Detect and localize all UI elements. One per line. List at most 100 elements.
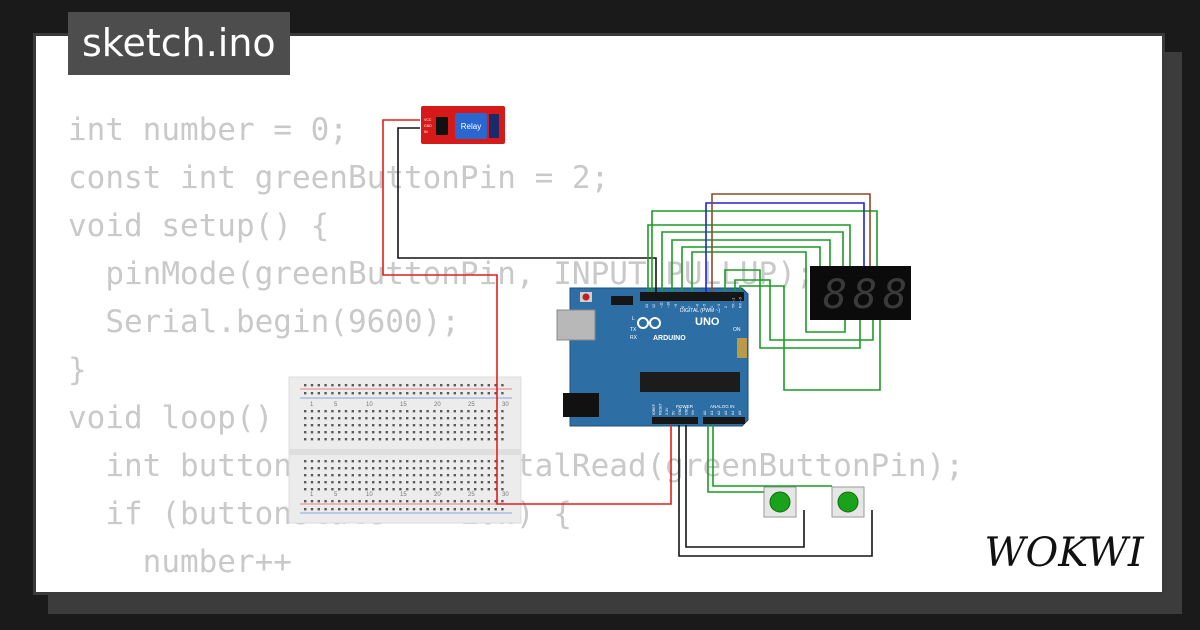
- breadboard-hole: [440, 500, 443, 503]
- breadboard-hole: [399, 410, 402, 413]
- breadboard-hole: [317, 488, 320, 491]
- breadboard-hole: [460, 488, 463, 491]
- breadboard-hole: [331, 467, 334, 470]
- breadboard-hole: [338, 431, 341, 434]
- breadboard-hole: [419, 392, 422, 395]
- breadboard-hole: [467, 438, 470, 441]
- power-jack: [563, 393, 599, 417]
- seven-segment-display[interactable]: 8 8 8: [810, 266, 911, 320]
- breadboard-hole: [453, 424, 456, 427]
- code-line: int number = 0;: [68, 112, 348, 148]
- breadboard-hole: [372, 467, 375, 470]
- pushbutton-cap[interactable]: [769, 491, 791, 513]
- code-background: int number = 0;const int greenButtonPin …: [68, 106, 964, 592]
- relay-pin-label: VCC: [424, 118, 432, 122]
- breadboard-hole: [446, 410, 450, 413]
- breadboard-hole: [426, 431, 429, 434]
- breadboard-hole: [372, 410, 375, 413]
- breadboard-hole: [426, 467, 429, 470]
- breadboard[interactable]: 1 5 10 15 20 25 30 1 5 10 15 20 25 30: [288, 376, 522, 524]
- relay-module[interactable]: Relay VCC GND IN: [421, 106, 505, 144]
- pushbutton-cap[interactable]: [837, 491, 859, 513]
- breadboard-hole: [365, 467, 368, 470]
- breadboard-hole: [426, 417, 429, 420]
- breadboard-hole: [419, 488, 422, 491]
- breadboard-hole: [487, 488, 490, 491]
- breadboard-hole: [501, 460, 504, 463]
- breadboard-hole: [317, 392, 320, 395]
- breadboard-hole: [372, 481, 375, 484]
- breadboard-hole: [480, 500, 484, 503]
- analog-header: [703, 417, 745, 424]
- breadboard-hole: [338, 410, 341, 413]
- breadboard-hole: [433, 508, 436, 511]
- pin-label: IOREF: [652, 403, 656, 415]
- pin-label: A2: [717, 411, 721, 415]
- breadboard-hole: [304, 460, 307, 463]
- icsp-header: [737, 338, 747, 358]
- breadboard-hole: [399, 392, 402, 395]
- breadboard-hole: [344, 392, 348, 395]
- breadboard-hole: [487, 438, 490, 441]
- relay-component: [455, 113, 487, 139]
- breadboard-hole: [331, 392, 334, 395]
- breadboard-hole: [453, 431, 456, 434]
- relay-terminal: [489, 114, 499, 138]
- breadboard-hole: [406, 438, 409, 441]
- breadboard-hole: [474, 424, 477, 427]
- pushbutton-1[interactable]: [763, 486, 797, 518]
- breadboard-hole: [453, 410, 456, 413]
- breadboard-hole: [474, 410, 477, 413]
- breadboard-hole: [460, 438, 463, 441]
- pin-label: 7: [688, 306, 692, 308]
- breadboard-hole: [487, 508, 490, 511]
- breadboard-hole: [433, 467, 436, 470]
- breadboard-hole: [365, 417, 368, 420]
- breadboard-hole: [467, 488, 470, 491]
- breadboard-hole: [324, 474, 327, 477]
- breadboard-hole: [317, 384, 320, 387]
- breadboard-hole: [501, 392, 504, 395]
- breadboard-hole: [358, 508, 361, 511]
- breadboard-hole: [344, 467, 348, 470]
- pushbutton-2[interactable]: [831, 486, 865, 518]
- wire-black: [678, 425, 873, 557]
- breadboard-hole: [406, 384, 409, 387]
- wire-green: [691, 251, 846, 333]
- breadboard-hole: [406, 417, 409, 420]
- breadboard-hole: [372, 508, 375, 511]
- breadboard-hole: [392, 410, 395, 413]
- power-header: [652, 417, 698, 424]
- breadboard-hole: [385, 417, 388, 420]
- breadboard-hole: [406, 508, 409, 511]
- breadboard-hole: [494, 467, 497, 470]
- breadboard-hole: [419, 417, 422, 420]
- breadboard-hole: [412, 508, 416, 511]
- breadboard-hole: [419, 460, 422, 463]
- relay-pin-label: IN: [424, 130, 428, 134]
- breadboard-hole: [426, 474, 429, 477]
- breadboard-hole: [365, 438, 368, 441]
- breadboard-hole: [446, 474, 450, 477]
- breadboard-hole: [467, 500, 470, 503]
- arduino-uno[interactable]: UNO ARDUINO DIGITAL (PWM ~) POWER ANALOG…: [556, 287, 749, 427]
- breadboard-hole: [412, 474, 416, 477]
- breadboard-hole: [412, 481, 416, 484]
- breadboard-hole: [378, 410, 382, 413]
- infinity-logo-left: [637, 317, 649, 329]
- pin-label: A1: [710, 411, 714, 415]
- breadboard-hole: [426, 424, 429, 427]
- breadboard-hole: [331, 424, 334, 427]
- breadboard-hole: [412, 384, 416, 387]
- breadboard-hole: [446, 460, 450, 463]
- breadboard-hole: [467, 424, 470, 427]
- breadboard-hole: [392, 508, 395, 511]
- reset-button[interactable]: [582, 293, 590, 301]
- breadboard-hole: [331, 488, 334, 491]
- breadboard-hole: [344, 438, 348, 441]
- breadboard-hole: [453, 474, 456, 477]
- breadboard-hole: [378, 392, 382, 395]
- breadboard-hole: [324, 431, 327, 434]
- breadboard-hole: [480, 410, 484, 413]
